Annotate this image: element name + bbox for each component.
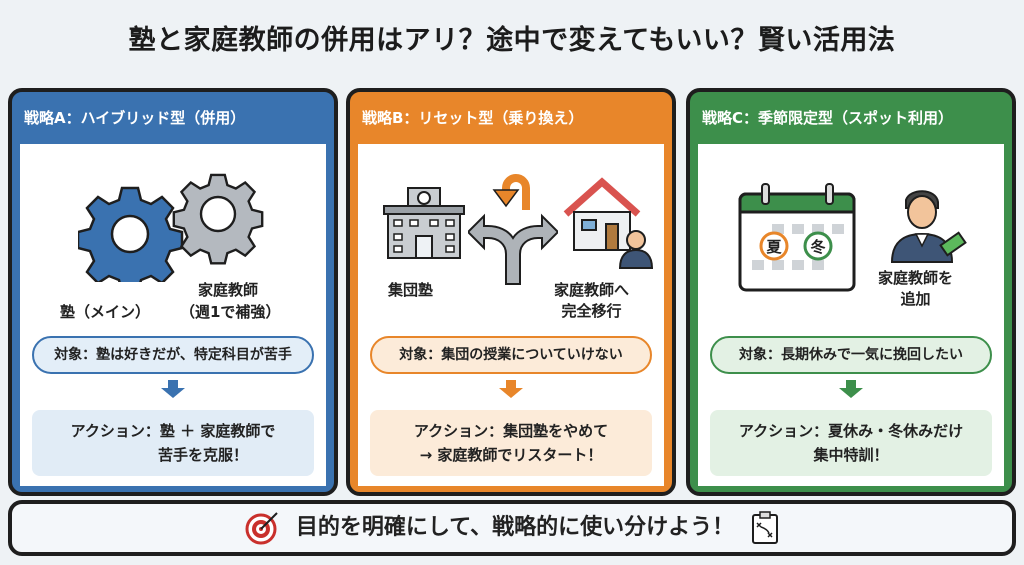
label-tutor: 家庭教師 [198,281,259,299]
target-pill: 対象：集団の授業についていけない [370,336,652,374]
strategy-c-header: 戦略C：季節限定型（スポット利用） [702,109,954,127]
strategy-c-panel: 戦略C：季節限定型（スポット利用） 夏 冬 家庭教師を 追加 対象：長期休みで一… [686,88,1016,496]
strategy-b-panel: 戦略B：リセット型（乗り換え） 集団塾 家庭教師へ 完全移行 対象：集団の授業に… [346,88,676,496]
action-box: アクション：塾 ＋ 家庭教師で 苦手を克服！ [32,410,314,476]
strategy-a-header: 戦略A：ハイブリッド型（併用） [24,109,246,127]
conclusion-banner: 目的を明確にして、戦略的に使い分けよう！ [8,500,1016,556]
conclusion-text: 目的を明確にして、戦略的に使い分けよう！ [295,515,735,540]
target-pill: 対象：長期休みで一気に挽回したい [710,336,992,374]
fork-arrow-icon [468,213,558,285]
house-with-tutor-icon [563,177,654,269]
target-pill: 対象：塾は好きだが、特定科目が苦手 [32,336,314,374]
strategy-clipboard-icon [752,511,779,544]
label-full-switch: 家庭教師へ 完全移行 [554,281,630,320]
label-add-tutor: 家庭教師を 追加 [878,269,954,308]
gears-icon [78,173,264,282]
calendar-icon: 夏 冬 [738,183,856,292]
tutor-person-icon [890,190,967,263]
u-turn-arrow-icon [492,174,530,210]
page-title: 塾と家庭教師の併用はアリ？途中で変えてもいい？賢い活用法 [128,25,896,56]
strategy-a-panel: 戦略A：ハイブリッド型（併用） 家庭教師 塾（メイン） （週1で補強） 対象：塾… [8,88,338,496]
summer-label: 夏 [765,238,782,256]
target-icon [245,512,278,545]
label-tutor-weekly: （週1で補強） [180,303,281,321]
down-arrow-icon [499,380,523,398]
action-box: アクション：集団塾をやめて → 家庭教師でリスタート！ [370,410,652,476]
action-box: アクション：夏休み・冬休みだけ 集中特訓！ [710,410,992,476]
down-arrow-icon [839,380,863,398]
label-group-juku: 集団塾 [388,281,434,299]
down-arrow-icon [161,380,185,398]
label-juku-main: 塾（メイン） [60,303,151,321]
school-building-icon [383,187,465,259]
strategy-b-header: 戦略B：リセット型（乗り換え） [362,109,584,127]
winter-label: 冬 [810,238,825,256]
